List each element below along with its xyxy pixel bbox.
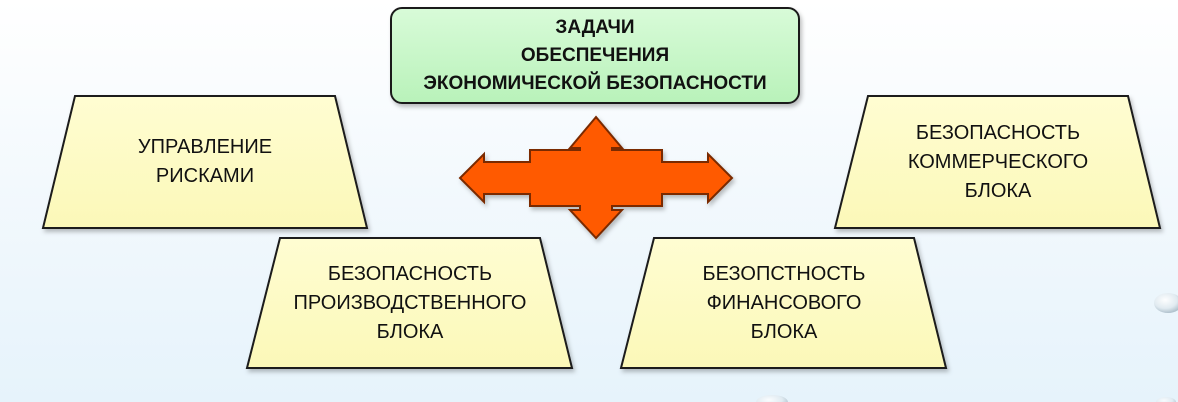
block-production-security: БЕЗОПАСНОСТЬ ПРОИЗВОДСТВЕННОГО БЛОКА [264, 238, 556, 368]
block-line: БЛОКА [750, 320, 818, 343]
block-line: БЕЗОПАСНОСТЬ [327, 262, 493, 285]
water-drop-icon [1156, 397, 1176, 402]
water-drop-icon [1154, 293, 1178, 313]
block-commercial-security-shape [833, 95, 1162, 229]
block-line: ФИНАНСОВОГО [706, 291, 862, 314]
block-line: БЛОКА [376, 320, 444, 343]
block-commercial-security: БЕЗОПАСНОСТЬ КОММЕРЧЕСКОГО БЛОКА [852, 96, 1144, 228]
block-line: КОММЕРЧЕСКОГО [907, 150, 1089, 173]
block-line: УПРАВЛЕНИЕ [137, 136, 273, 158]
block-line: БЕЗОПСТНОСТЬ [702, 262, 866, 285]
block-line: БЕЗОПАСНОСТЬ [915, 121, 1081, 144]
block-risk-management-shape [41, 95, 369, 229]
block-risk-management: УПРАВЛЕНИЕ РИСКАМИ [60, 96, 350, 228]
diagram-title-box: ЗАДАЧИ ОБЕСПЕЧЕНИЯ ЭКОНОМИЧЕСКОЙ БЕЗОПАС… [390, 7, 800, 104]
four-way-arrow-icon [458, 115, 734, 240]
block-financial-security-shape [619, 237, 948, 369]
title-line: ЭКОНОМИЧЕСКОЙ БЕЗОПАСНОСТИ [423, 72, 767, 94]
block-line: ПРОИЗВОДСТВЕННОГО [293, 291, 527, 314]
title-line: ЗАДАЧИ [555, 16, 635, 38]
block-line: РИСКАМИ [155, 165, 255, 187]
water-drop-icon [756, 395, 788, 402]
block-line: БЛОКА [964, 179, 1032, 202]
block-financial-security: БЕЗОПСТНОСТЬ ФИНАНСОВОГО БЛОКА [638, 238, 930, 368]
title-line: ОБЕСПЕЧЕНИЯ [520, 44, 670, 66]
block-production-security-shape [245, 237, 574, 369]
